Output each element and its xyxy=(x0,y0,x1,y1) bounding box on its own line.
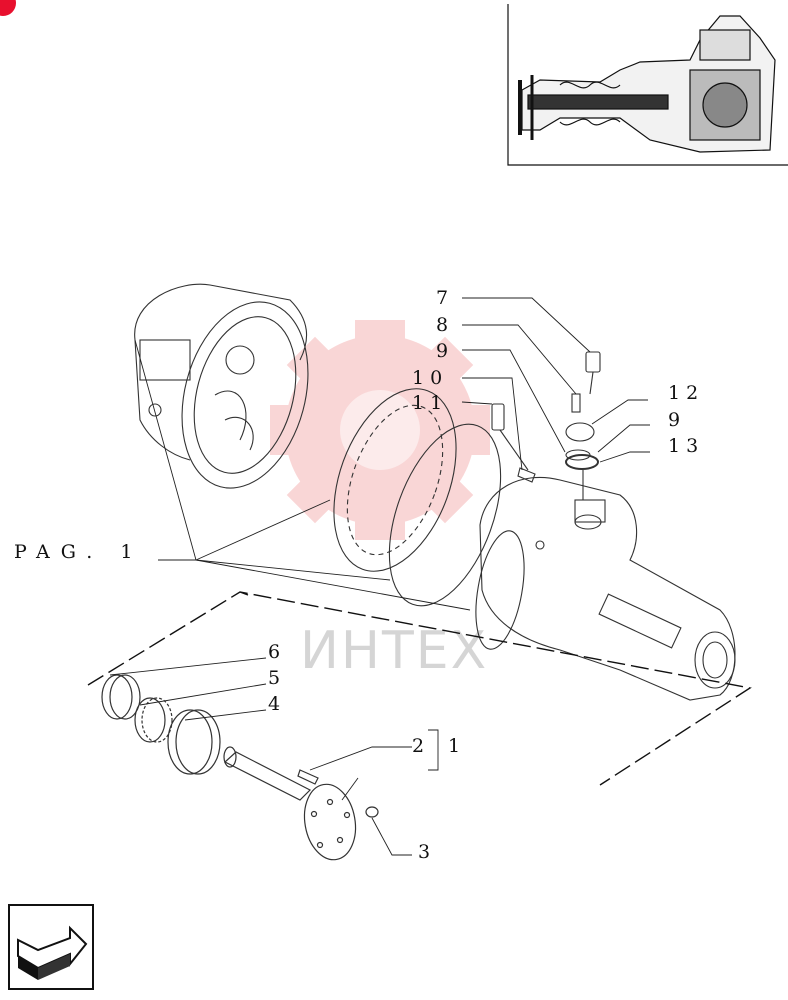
axle-housing xyxy=(475,476,736,701)
differential-housing xyxy=(134,283,309,489)
callout-1: 1 xyxy=(448,735,466,757)
next-page-arrow-icon xyxy=(17,925,88,980)
callout-5: 5 xyxy=(268,667,286,689)
callout-2: 2 xyxy=(412,735,430,757)
watermark-text: ИНТЕХ xyxy=(300,621,488,681)
inset-overview xyxy=(507,4,788,166)
corner-badge xyxy=(0,0,16,16)
callout-8: 8 xyxy=(436,314,454,336)
page-reference[interactable]: PAG. 1 xyxy=(14,541,143,563)
callout-7: 7 xyxy=(436,287,454,309)
axle-shaft xyxy=(223,746,379,861)
callout-3: 3 xyxy=(418,841,436,863)
callout-13: 13 xyxy=(668,435,704,457)
assembly-bracket-dashed xyxy=(87,591,752,786)
callout-6: 6 xyxy=(268,641,286,663)
callout-9b: 9 xyxy=(668,409,686,431)
callout-4: 4 xyxy=(268,693,286,715)
bearing-parts xyxy=(101,674,221,775)
callout-12: 12 xyxy=(668,382,704,404)
callout-9a: 9 xyxy=(436,340,454,362)
ring-gear xyxy=(333,388,502,607)
next-page-button[interactable] xyxy=(8,904,94,990)
callout-10: 10 xyxy=(412,367,448,389)
callout-11: 11 xyxy=(412,392,448,414)
watermark-hub xyxy=(340,390,420,470)
leader-lines xyxy=(109,297,650,856)
breather-assembly xyxy=(491,351,601,500)
